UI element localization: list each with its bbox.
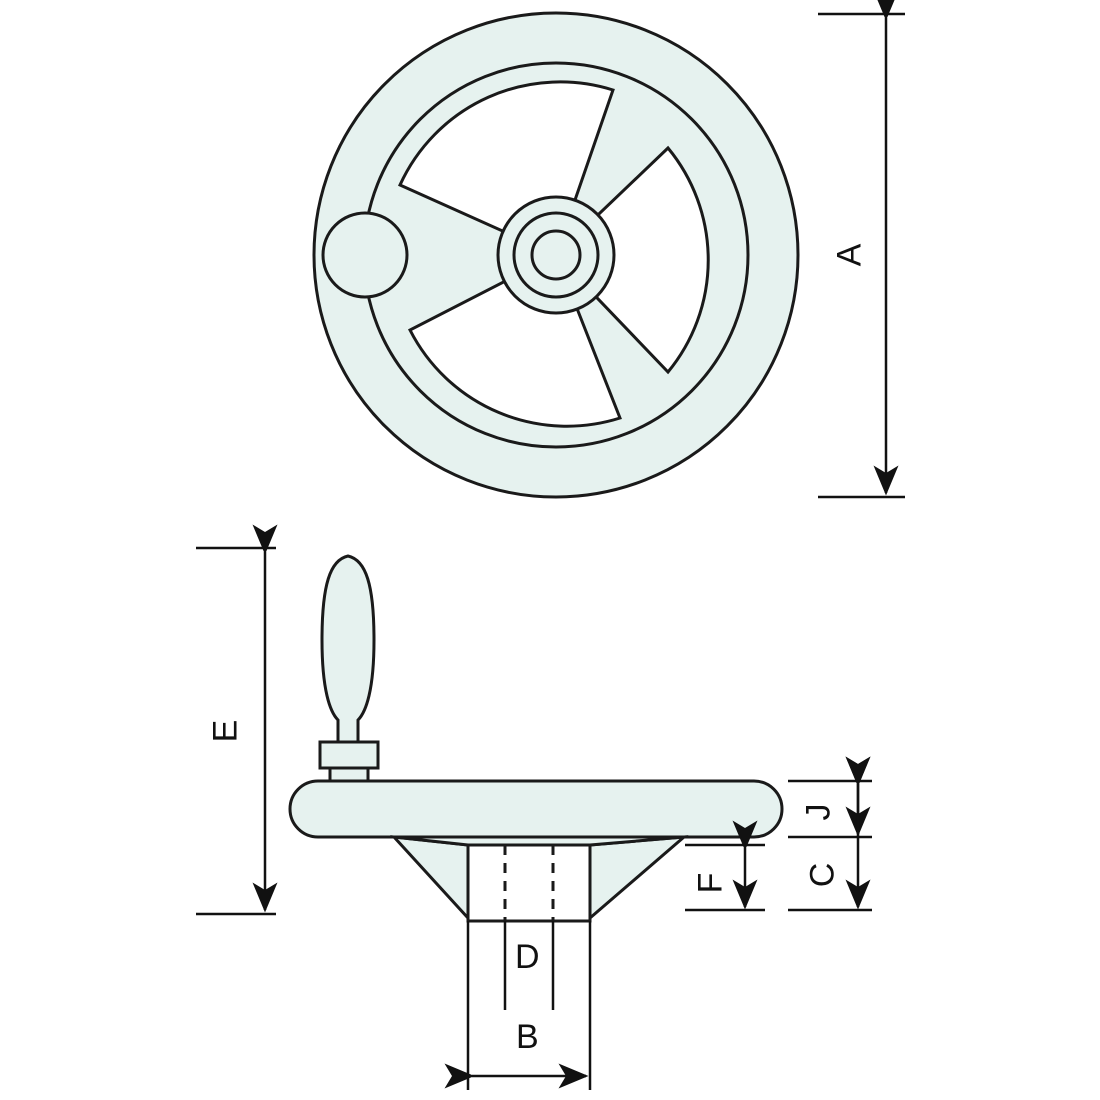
dimension-E bbox=[196, 524, 278, 916]
dimension-label-B: B bbox=[516, 1018, 539, 1056]
dimension-label-C: C bbox=[803, 862, 842, 888]
side-handle-grip bbox=[320, 554, 376, 744]
wheel-bore bbox=[530, 229, 582, 281]
dimension-B bbox=[444, 921, 592, 1090]
dimension-label-D: D bbox=[515, 938, 540, 976]
top-view-wheel bbox=[312, 11, 800, 499]
dimension-label-J: J bbox=[799, 803, 838, 821]
dimension-A bbox=[818, 0, 905, 499]
side-hub-block bbox=[466, 843, 592, 923]
dimension-D bbox=[503, 921, 555, 1010]
wheel-handle-knob bbox=[321, 211, 409, 299]
dimension-C bbox=[788, 756, 872, 912]
side-view-wheel bbox=[288, 554, 784, 923]
side-rim-bar bbox=[288, 779, 784, 839]
dimension-label-E: E bbox=[206, 719, 245, 743]
side-spoke-left bbox=[390, 835, 470, 922]
wheel-opening-2 bbox=[553, 145, 710, 375]
side-handle-collar bbox=[318, 740, 380, 770]
dimension-F bbox=[685, 820, 765, 912]
dimension-label-A: A bbox=[830, 243, 869, 267]
side-spoke-right bbox=[588, 835, 689, 922]
dimension-label-F: F bbox=[691, 872, 730, 894]
